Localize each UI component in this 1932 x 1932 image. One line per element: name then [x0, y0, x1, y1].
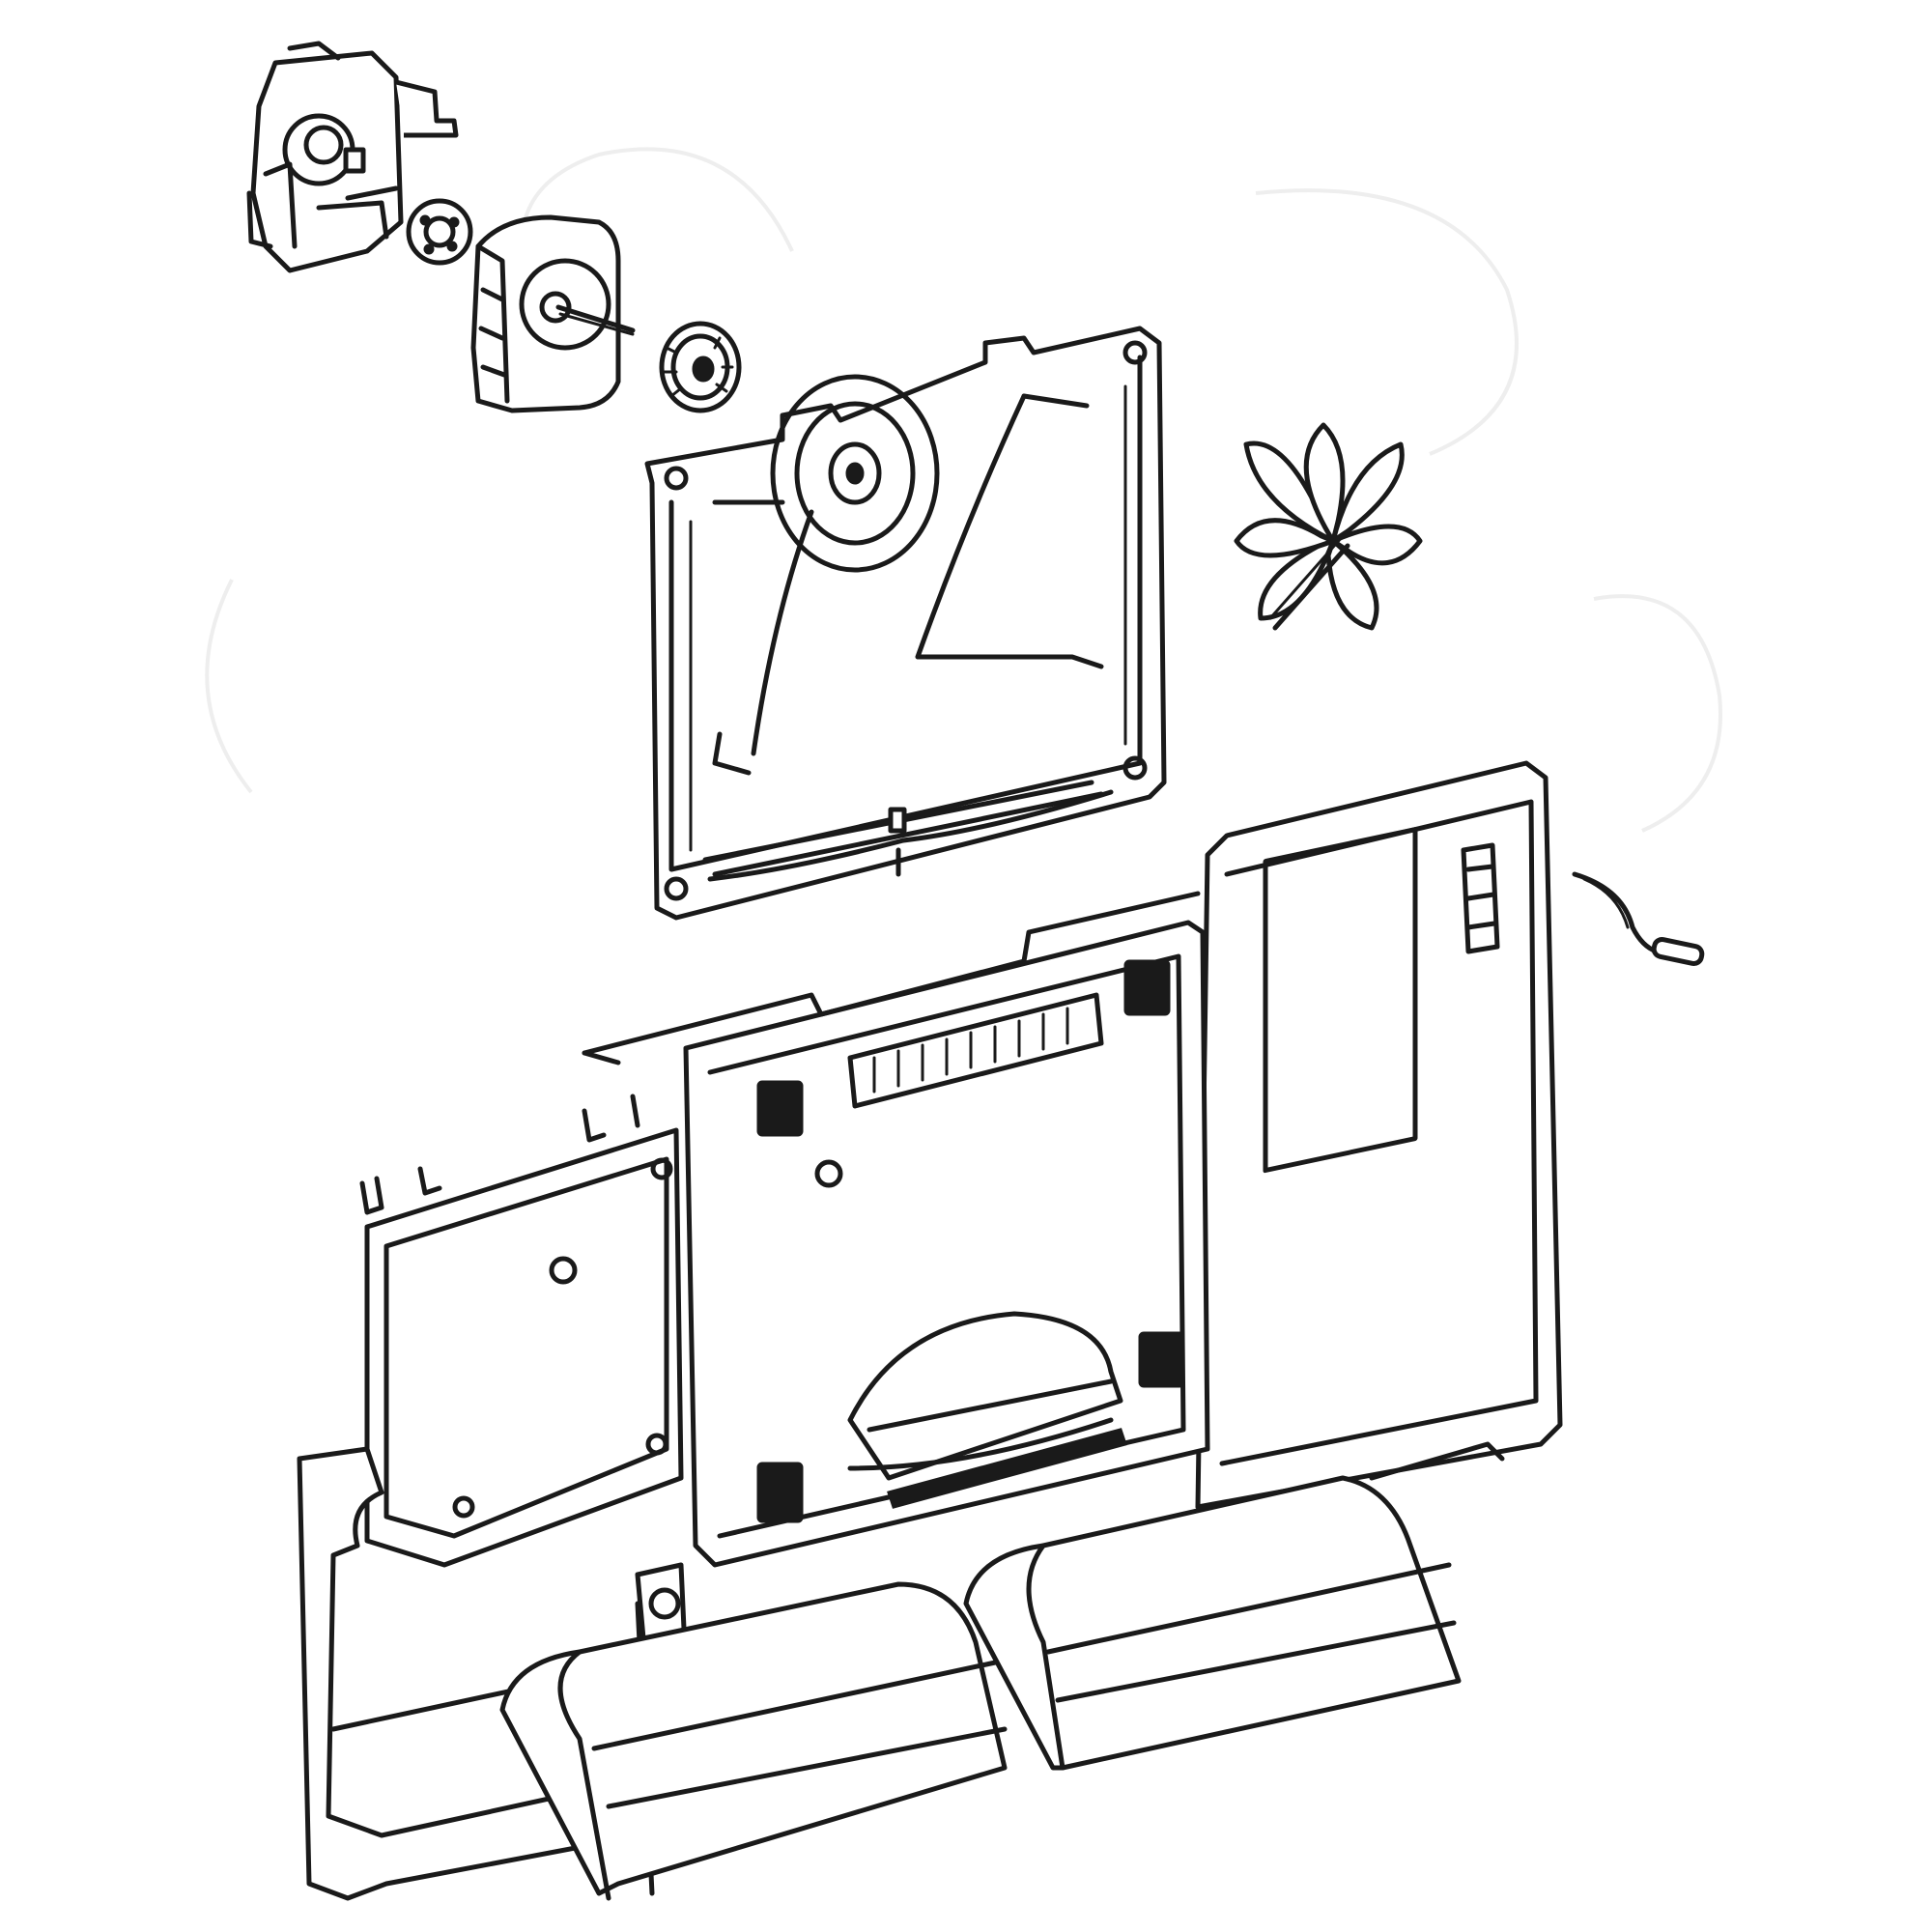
- evaporator-cover-icon: [297, 760, 1563, 1901]
- fan-blade-icon: [1234, 422, 1423, 631]
- sensor-icon: [1572, 871, 1705, 967]
- gear-icon: [659, 321, 742, 413]
- motor-icon: [470, 214, 636, 413]
- damper-housing-icon: [246, 41, 459, 273]
- fan-shroud-icon: [644, 326, 1167, 921]
- gasket-icon: [406, 198, 473, 266]
